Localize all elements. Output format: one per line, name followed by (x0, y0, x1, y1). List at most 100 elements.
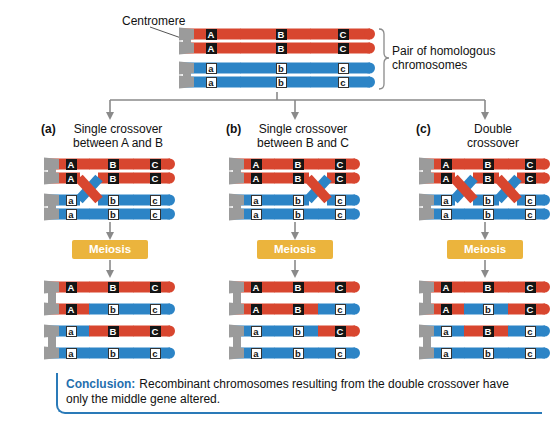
chromatid-segment (230, 348, 275, 359)
conclusion-heading: Conclusion: (66, 377, 135, 391)
chromatid-segment (464, 348, 509, 359)
gene-label: B (483, 326, 494, 337)
chromatid-end (539, 195, 550, 206)
chromatid-end (164, 209, 175, 220)
chromatid-end (539, 173, 550, 184)
chromatid-end (164, 326, 175, 337)
chromatid-end (539, 159, 550, 170)
chromatid-segment (420, 282, 465, 293)
chromatid-end (364, 63, 375, 74)
gene-label: B (293, 159, 304, 170)
branch-line (276, 92, 278, 100)
gene-label: c (525, 348, 536, 359)
chromatid-segment (420, 159, 465, 170)
panel-title: Single crossover between B and C (244, 122, 362, 150)
flow-arrow (294, 222, 296, 238)
chromatid-segment (89, 159, 134, 170)
gene-label: A (441, 304, 452, 315)
gene-label: a (441, 195, 452, 206)
gene-label: b (483, 209, 494, 220)
centromere-label: Centromere (122, 14, 185, 28)
centromere (44, 194, 59, 207)
gene-label: a (66, 209, 77, 220)
chromatid-segment (89, 304, 134, 315)
gene-label: c (338, 63, 349, 74)
chromatid-end (364, 29, 375, 40)
centromere (419, 347, 434, 360)
centromere (419, 172, 434, 185)
gene-label: B (483, 173, 494, 184)
chromatid-end (349, 282, 360, 293)
gene-label: c (335, 195, 346, 206)
gene-label: C (150, 159, 161, 170)
centromere (44, 208, 59, 221)
gene-label: A (206, 43, 217, 54)
chromatid-segment (464, 304, 509, 315)
crossover-strand (498, 178, 518, 200)
gene-label: b (108, 195, 119, 206)
gene-label: a (251, 195, 262, 206)
chromatid-segment (180, 29, 241, 40)
gene-label: A (66, 173, 77, 184)
chromatid-end (364, 77, 375, 88)
chromatid-end (164, 282, 175, 293)
chromatid-end (539, 348, 550, 359)
gene-label: C (335, 326, 346, 337)
chromatid-segment (230, 173, 275, 184)
gene-label: B (483, 159, 494, 170)
gene-label: c (335, 209, 346, 220)
chromatid-segment (230, 304, 275, 315)
gene-label: b (108, 304, 119, 315)
gene-label: B (276, 29, 287, 40)
leader-line (150, 27, 184, 39)
gene-label: A (251, 304, 262, 315)
crossover-strand (308, 178, 328, 200)
chromatid-end (164, 195, 175, 206)
gene-label: B (108, 173, 119, 184)
gene-label: C (150, 326, 161, 337)
process-label: Meiosis (257, 240, 333, 259)
gene-label: A (441, 159, 452, 170)
gene-label: A (206, 29, 217, 40)
centromere (44, 281, 59, 294)
crossover-strand (79, 178, 99, 200)
gene-label: c (150, 195, 161, 206)
gene-label: B (483, 282, 494, 293)
flow-arrow (484, 222, 486, 238)
centromere (179, 42, 194, 55)
gene-label: a (441, 326, 452, 337)
branch-arrow (294, 100, 296, 118)
gene-label: c (150, 304, 161, 315)
centromere (229, 303, 244, 316)
crossover-strand (308, 178, 328, 200)
chromatid-segment (274, 348, 319, 359)
process-box: Meiosis (72, 240, 148, 259)
gene-label: c (335, 348, 346, 359)
gene-label: A (251, 173, 262, 184)
gene-label: b (293, 348, 304, 359)
chromatid-segment (274, 326, 319, 337)
gene-label: b (276, 77, 287, 88)
gene-label: a (66, 348, 77, 359)
gene-label: b (483, 195, 494, 206)
centromere (419, 325, 434, 338)
centromere (44, 158, 59, 171)
chromatid-end (349, 348, 360, 359)
chromatid-segment (180, 43, 241, 54)
gene-label: b (293, 195, 304, 206)
gene-label: B (293, 282, 304, 293)
gene-label: c (338, 77, 349, 88)
branch-line (110, 99, 485, 101)
centromere (179, 28, 194, 41)
centromere (44, 172, 59, 185)
centromere (179, 76, 194, 89)
flow-arrow (109, 260, 111, 276)
gene-label: a (251, 209, 262, 220)
centromere (419, 281, 434, 294)
centromere (229, 194, 244, 207)
gene-label: A (66, 282, 77, 293)
gene-label: C (525, 159, 536, 170)
chromatid-end (164, 304, 175, 315)
gene-label: b (108, 209, 119, 220)
chromatid-segment (45, 159, 90, 170)
